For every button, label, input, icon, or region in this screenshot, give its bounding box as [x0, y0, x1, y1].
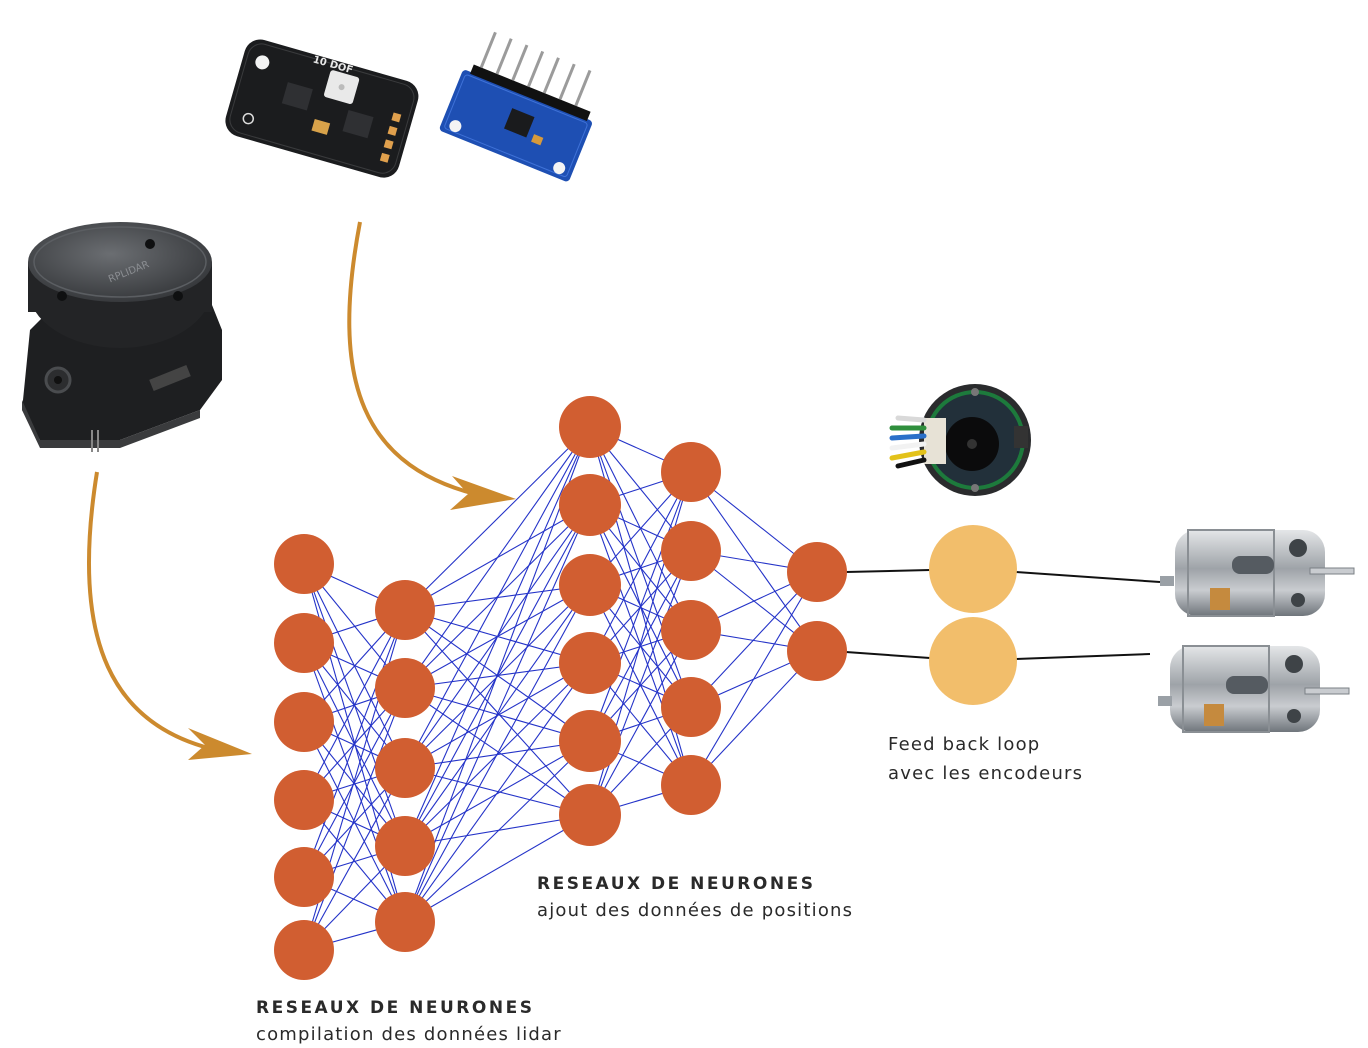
feedback-caption: Feed back loop avec les encodeurs	[888, 730, 1083, 788]
dc-motor-icon	[1160, 529, 1355, 617]
neuron-connection	[303, 687, 406, 878]
lidar-to-network-arrow	[86, 471, 252, 760]
neuron-node	[559, 396, 621, 458]
imu-to-network-arrow	[347, 221, 516, 510]
mpu6050-board-icon	[439, 31, 592, 182]
network-neurons	[274, 396, 847, 980]
neuron-node	[375, 738, 435, 798]
neuron-node	[274, 692, 334, 752]
neuron-connection	[303, 767, 406, 951]
neuron-node	[559, 632, 621, 694]
neuron-connection	[404, 687, 591, 816]
neuron-connection	[589, 471, 692, 664]
neuron-node	[787, 621, 847, 681]
encoder-feedback-node	[929, 617, 1017, 705]
encoder-icon	[889, 384, 1031, 496]
neuron-node	[787, 542, 847, 602]
feedback-wires	[845, 569, 1161, 660]
neuron-node	[375, 892, 435, 952]
neuron-node	[661, 755, 721, 815]
neuron-connection	[589, 550, 692, 742]
neuron-connection	[303, 609, 406, 878]
feedback-line-1: Feed back loop	[888, 734, 1041, 755]
neuron-connection	[404, 504, 591, 923]
encoder-feedback-node	[929, 525, 1017, 613]
imu-board-icon: 10 DOF	[225, 39, 419, 178]
neuron-connection	[303, 687, 406, 951]
neuron-node	[274, 770, 334, 830]
neuron-connection	[404, 426, 591, 847]
neuron-connection	[404, 426, 591, 689]
neuron-connection	[404, 426, 591, 923]
neuron-connection	[404, 740, 591, 847]
neuron-connection	[404, 584, 591, 923]
neuron-connection	[404, 740, 591, 923]
dc-motor-icon	[1158, 645, 1350, 733]
lidar-sensor-icon: RPLIDAR	[22, 222, 222, 452]
neuron-node	[661, 600, 721, 660]
neuron-node	[661, 442, 721, 502]
neuron-node	[559, 474, 621, 536]
neuron-connection	[404, 814, 591, 923]
neuron-node	[559, 784, 621, 846]
network1-title: RESEAUX DE NEURONES	[256, 998, 535, 1018]
neuron-node	[274, 613, 334, 673]
neuron-node	[274, 534, 334, 594]
neuron-node	[375, 658, 435, 718]
neuron-node	[274, 920, 334, 980]
neuron-connection	[589, 629, 692, 816]
neuron-connection	[303, 609, 406, 801]
neuron-connection	[690, 571, 818, 708]
neuron-connection	[690, 571, 818, 786]
neuron-connection	[589, 471, 692, 742]
network1-caption: RESEAUX DE NEURONES compilation des donn…	[256, 998, 562, 1045]
feedback-line-2: avec les encodeurs	[888, 763, 1084, 784]
neuron-connection	[404, 584, 591, 847]
neuron-node	[661, 677, 721, 737]
neuron-node	[559, 710, 621, 772]
network2-caption: RESEAUX DE NEURONES ajout des données de…	[537, 874, 853, 921]
neuron-connection	[404, 426, 591, 611]
network2-subtitle: ajout des données de positions	[537, 900, 854, 921]
network1-subtitle: compilation des données lidar	[256, 1024, 562, 1045]
neuron-node	[559, 554, 621, 616]
neuron-connection	[404, 426, 591, 769]
neuron-node	[375, 816, 435, 876]
neuron-connection	[404, 662, 591, 923]
neuron-node	[375, 580, 435, 640]
neuron-connection	[690, 650, 818, 786]
neuron-node	[661, 521, 721, 581]
network2-title: RESEAUX DE NEURONES	[537, 874, 816, 894]
neuron-connection	[589, 550, 692, 816]
neuron-node	[274, 847, 334, 907]
